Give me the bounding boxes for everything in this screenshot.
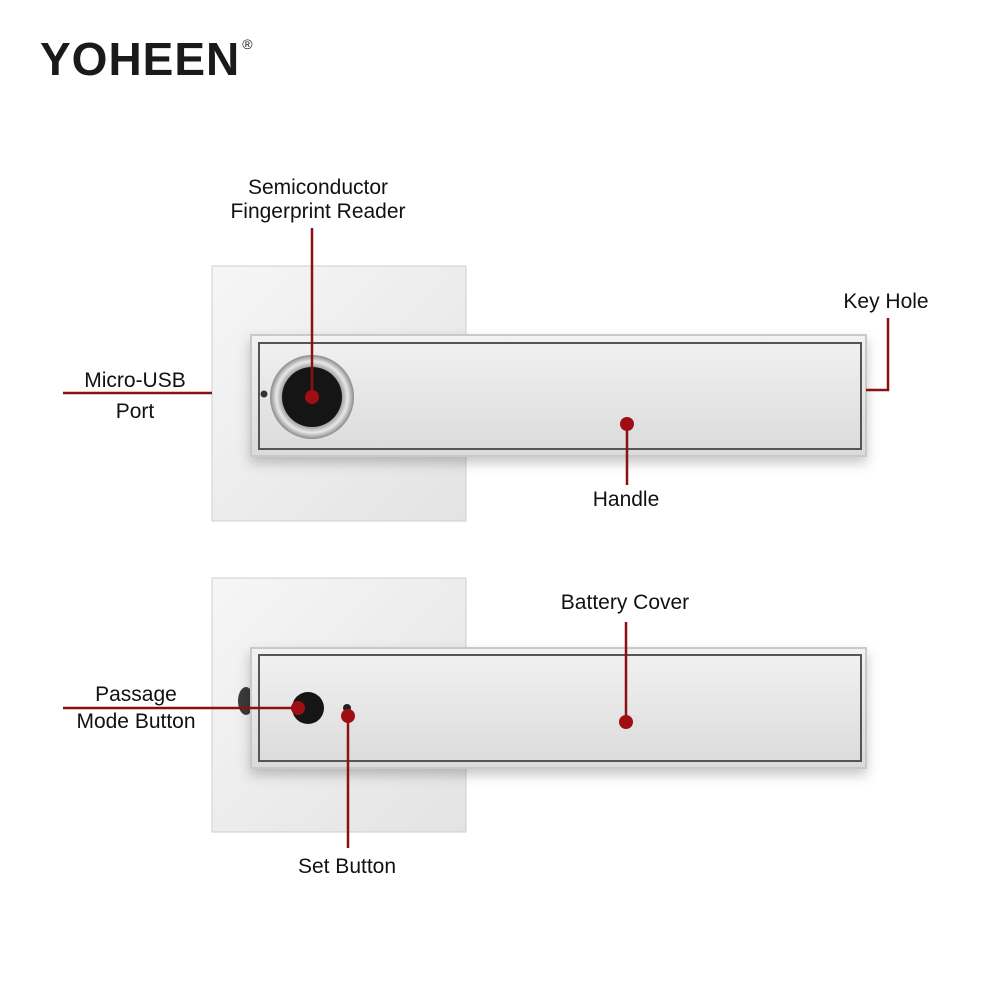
dot-set-button xyxy=(341,709,355,723)
label-passage-line1: Passage xyxy=(95,683,177,706)
label-key-hole: Key Hole xyxy=(826,290,946,314)
brand-name: YOHEEN xyxy=(40,33,241,85)
label-fingerprint-reader: Semiconductor Fingerprint Reader xyxy=(208,176,428,224)
back-view xyxy=(211,577,867,833)
label-battery-cover: Battery Cover xyxy=(535,591,715,615)
label-passage-mode-button: Passage Mode Button xyxy=(58,681,214,735)
callout-dots xyxy=(291,390,634,729)
front-view xyxy=(211,265,867,522)
dot-handle xyxy=(620,417,634,431)
registered-mark: ® xyxy=(242,36,254,52)
label-handle: Handle xyxy=(566,488,686,512)
leader-key-hole xyxy=(866,318,890,392)
label-fingerprint-line1: Semiconductor xyxy=(247,176,389,199)
label-battery-cover-text: Battery Cover xyxy=(560,591,690,614)
label-set-button: Set Button xyxy=(272,855,422,879)
label-usb-line1: Micro-USB xyxy=(84,369,186,392)
label-fingerprint-line2: Fingerprint Reader xyxy=(230,200,406,223)
label-set-button-text: Set Button xyxy=(297,855,397,878)
label-key-hole-text: Key Hole xyxy=(843,290,929,313)
dot-battery xyxy=(619,715,633,729)
dot-passage xyxy=(291,701,305,715)
back-lever-body xyxy=(250,647,867,769)
callout-lines xyxy=(63,228,890,848)
brand-logo: YOHEEN® xyxy=(40,32,254,86)
passage-mode-button xyxy=(292,692,324,724)
label-micro-usb-port: Micro-USB Port xyxy=(60,368,210,424)
front-lever-body xyxy=(250,334,867,457)
label-handle-text: Handle xyxy=(592,488,660,511)
micro-usb-port xyxy=(260,390,268,398)
front-lever-face xyxy=(258,342,862,450)
dot-fingerprint xyxy=(305,390,319,404)
label-usb-line2: Port xyxy=(115,400,155,423)
label-passage-line2: Mode Button xyxy=(76,710,196,733)
